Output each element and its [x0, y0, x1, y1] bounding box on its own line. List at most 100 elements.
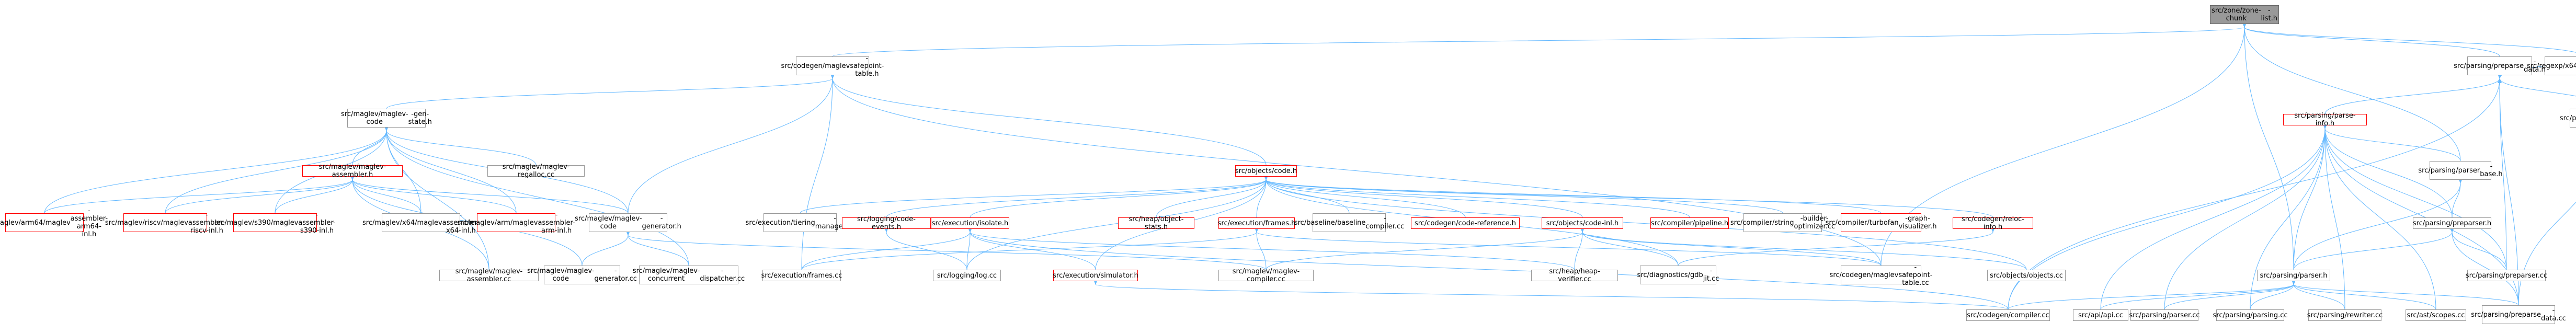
file-node[interactable]: src/maglev/riscv/maglev-assembler-riscv-… [105, 211, 225, 235]
file-node[interactable]: src/execution/frames.cc [761, 270, 842, 281]
file-node-label: src/execution/tiering [745, 218, 815, 227]
file-node[interactable]: src/compiler/turbofan-graph-visualizer.h [1826, 213, 1936, 232]
dependency-edge [2008, 123, 2328, 310]
file-node[interactable]: src/compiler/string-builder-optimizer.cc [1730, 213, 1835, 232]
file-node-label: -generator.cc [594, 267, 637, 283]
dependency-edge [2164, 123, 2328, 310]
dependency-edge [44, 125, 389, 214]
dependency-edge [350, 175, 583, 266]
dependency-edge [1256, 175, 1269, 218]
file-node[interactable]: src/maglev/maglev-code-generator.h [575, 213, 681, 232]
file-node[interactable]: src/execution/isolate.h [931, 217, 1009, 229]
file-node[interactable]: src/baseline/baseline-compiler.cc [1294, 213, 1404, 232]
file-node[interactable]: src/api/api.cc [2073, 309, 2128, 321]
dependency-edge [2449, 227, 2519, 306]
dependency-edge [1254, 227, 1882, 266]
file-node-label: src/maglev/maglev-code [575, 215, 642, 231]
file-node[interactable]: src/parsing/preparser.cc [2466, 270, 2547, 281]
file-node[interactable]: src/compiler/pipeline.h [1650, 217, 1729, 229]
file-node[interactable]: src/parsing/parser-base.h [2418, 161, 2503, 180]
dependency-edge [2164, 279, 2296, 310]
file-node[interactable]: src/parsing/parser.cc [2129, 309, 2200, 321]
dependency-edge [801, 227, 973, 270]
file-node-label: src/regexp/x64/regexp [2527, 62, 2576, 70]
file-node[interactable]: src/ast/scopes.cc [2406, 309, 2466, 321]
dependency-edge [2322, 123, 2345, 310]
dependency-edge [384, 125, 517, 214]
dependency-edge [165, 125, 389, 214]
dependency-edge [2452, 178, 2463, 218]
file-node[interactable]: src/parsing/preparse-data.cc [2471, 305, 2566, 324]
file-node-label: src/objects/code-inl.h [1546, 219, 1619, 227]
file-node[interactable]: src/maglev/maglev-code-generator.cc [527, 266, 637, 284]
file-node[interactable]: src/maglev/maglev-concurrent-dispatcher.… [633, 266, 745, 284]
file-node-label: src/codegen/reloc-info.h [1961, 215, 2025, 231]
file-node-label: src/parsing/preparser.h [2412, 219, 2492, 227]
file-node[interactable]: src/codegen/reloc-info.h [1953, 215, 2033, 231]
dependency-edge [44, 175, 355, 214]
file-node[interactable]: src/objects/code.h [1235, 165, 1297, 177]
file-node-label: src/maglev/riscv/maglev [105, 218, 188, 227]
dependency-edge [2008, 73, 2502, 310]
file-node[interactable]: src/codegen/maglev-safepoint-table.h [781, 54, 884, 78]
file-node[interactable]: src/objects/objects.cc [1987, 270, 2066, 281]
file-node[interactable]: src/maglev/arm/maglev-assembler-arm-inl.… [457, 211, 575, 235]
dependency-edge [1263, 175, 2027, 270]
file-node-label: -base.h [2480, 163, 2503, 178]
dependency-edge [2449, 227, 2507, 270]
file-node[interactable]: src/parsing/preparser.h [2413, 217, 2491, 229]
dependency-edge [165, 175, 355, 214]
file-node[interactable]: src/heap/heap-verifier.cc [1531, 268, 1618, 283]
file-node-label: src/maglev/maglev-regalloc.cc [502, 163, 570, 179]
file-node[interactable]: src/parsing/rewriter.cc [2307, 309, 2383, 321]
file-node-label: -assembler-s390-inl.h [298, 211, 336, 235]
file-node[interactable]: src/maglev/maglev-regalloc.cc [487, 163, 585, 179]
file-node[interactable]: src/maglev/maglev-assembler.h [302, 163, 403, 179]
file-node[interactable]: src/codegen/maglev-safepoint-table.cc [1830, 263, 1933, 287]
file-node[interactable]: src/execution/simulator.h [1053, 270, 1138, 281]
file-node[interactable]: src/parsing/preparse-data-impl.h [2560, 109, 2576, 128]
file-node[interactable]: src/heap/object-stats.h [1118, 215, 1194, 231]
dependency-edge [1266, 227, 1585, 270]
file-node[interactable]: src/parsing/parser.h [2257, 270, 2330, 281]
file-node[interactable]: src/maglev/x64/maglev-assembler-x64-inl.… [362, 211, 480, 235]
file-node-label: src/maglev/arm64/maglev [0, 218, 71, 227]
dependency-edge [2291, 279, 2345, 310]
file-node[interactable]: src/maglev/arm64/maglev-assembler-arm64-… [0, 207, 108, 238]
file-node-label: -graph-visualizer.h [1898, 215, 1937, 231]
file-node[interactable]: src/logging/code-events.h [842, 215, 931, 231]
file-node[interactable]: src/logging/log.cc [933, 270, 1001, 281]
dependency-edge [2322, 123, 2507, 270]
dependency-edge [582, 230, 631, 266]
file-node[interactable]: src/parsing/preparse-data.h [2454, 56, 2546, 75]
file-node-label: -assembler-x64-inl.h [442, 211, 480, 235]
dependency-edge [2100, 123, 2328, 310]
file-node-label: src/logging/log.cc [937, 271, 997, 280]
dependency-edge [967, 227, 1575, 270]
file-node[interactable]: src/parsing/parsing.cc [2213, 309, 2288, 321]
file-node[interactable]: src/maglev/maglev-code-gen-state.h [341, 109, 432, 128]
file-node[interactable]: src/codegen/code-reference.h [1411, 217, 1520, 229]
dependency-edge [1580, 227, 2027, 270]
file-node[interactable]: src/execution/frames.h [1218, 217, 1295, 229]
dependency-edge [832, 22, 2247, 57]
dependency-edge [1156, 175, 1269, 218]
file-node[interactable]: src/maglev/maglev-assembler.cc [439, 268, 539, 283]
file-node[interactable]: src/regexp/x64/regexp-macro-assembler-x6… [2527, 56, 2576, 75]
dependency-edge [384, 125, 689, 266]
file-node[interactable]: src/maglev/maglev-compiler.cc [1218, 268, 1314, 283]
file-node[interactable]: src/objects/code-inl.h [1542, 217, 1623, 229]
dependency-edge [2100, 279, 2296, 310]
dependency-edge [350, 175, 517, 214]
dependency-edge [1254, 227, 1267, 270]
file-node[interactable]: src/maglev/s390/maglev-assembler-s390-in… [214, 211, 335, 235]
dependency-edge [966, 227, 973, 270]
file-node[interactable]: src/parsing/parse-info.h [2283, 112, 2367, 128]
file-node[interactable]: src/execution/tiering-manager.cc [746, 213, 854, 232]
file-node-label: src/parsing/preparse [2559, 114, 2576, 122]
file-node[interactable]: src/diagnostics/gdb-jit.cc [1637, 266, 1719, 284]
dependency-edge [884, 227, 967, 270]
file-node[interactable]: src/codegen/compiler.cc [1966, 309, 2050, 321]
file-node-label: src/execution/frames.cc [761, 271, 842, 280]
